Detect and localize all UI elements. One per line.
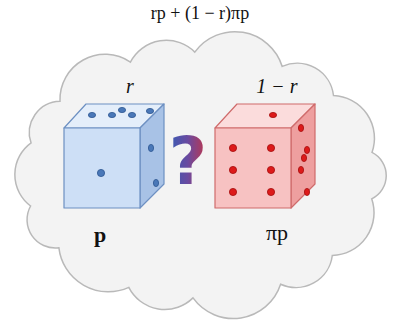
die-pip: [304, 146, 309, 153]
die-pip: [118, 107, 125, 112]
die-pip: [128, 112, 135, 117]
die-pip: [298, 124, 303, 131]
die-pip: [88, 112, 95, 117]
die-pip: [153, 179, 158, 186]
die-pip: [267, 166, 274, 173]
die-pip: [229, 188, 236, 195]
die-pip: [108, 112, 115, 117]
mixture-formula: rp + (1 − r)πp: [151, 3, 249, 24]
cloud-shape: [15, 32, 386, 319]
die-face: [64, 128, 140, 208]
die-pip: [229, 166, 236, 173]
question-mark: ?: [165, 129, 211, 195]
die-pip: [269, 112, 276, 117]
thought-cloud: rp1 − rπp?: [3, 30, 397, 320]
probability-label: 1 − r: [256, 76, 297, 96]
die-face: [140, 104, 164, 208]
probability-label: r: [126, 76, 134, 96]
die-face: [215, 128, 291, 208]
die-pip: [304, 188, 309, 195]
distribution-label: πp: [266, 222, 288, 244]
distribution-label: p: [94, 224, 106, 246]
die-pip: [229, 144, 236, 151]
die-illustration: [213, 98, 319, 214]
die-pip: [148, 144, 153, 151]
die-pip: [146, 108, 153, 113]
die-pip: [298, 166, 303, 173]
die-face: [291, 104, 315, 208]
die-pip: [267, 144, 274, 151]
die-pip: [267, 188, 274, 195]
red-die: 1 − r πp: [205, 72, 337, 252]
die-pip: [301, 154, 306, 161]
die-pip: [97, 169, 104, 176]
die-illustration: [62, 98, 168, 214]
blue-die: rp: [58, 72, 170, 252]
